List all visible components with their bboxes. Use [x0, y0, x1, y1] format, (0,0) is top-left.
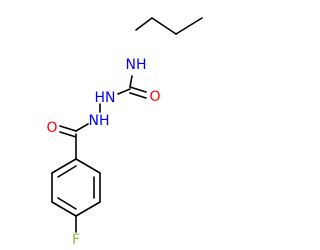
atom-label-n-hydrazine-upper: HN [95, 90, 116, 106]
bond-urea-c-o-1 [129, 86, 147, 93]
molecule-diagram: NH O HN NH O F [46, 17, 203, 248]
bond-urea-c-o-2 [129, 92, 147, 99]
bond-amide-c-o-1 [59, 125, 77, 132]
ring-double-bond-2 [57, 197, 77, 210]
bond-n-carbonyl-c [129, 75, 133, 88]
ring-bond-3 [75, 201, 101, 217]
ring-bond-6 [51, 158, 77, 174]
structure-svg: NH O HN NH O F [46, 17, 203, 248]
atom-label-n-propyl: NH [126, 57, 147, 73]
ring-bond-4 [51, 201, 77, 217]
bond-propyl-ch3-ch2 [175, 17, 203, 35]
ring-bond-1 [75, 158, 101, 174]
atom-label-o-amide: O [46, 120, 57, 136]
atom-label-n-hydrazine-lower: NH [89, 113, 110, 129]
bond-amide-c-o-2 [59, 131, 77, 138]
bond-urea-c-nh [117, 88, 131, 95]
atom-label-fluorine: F [72, 232, 80, 248]
ring-double-bond-3 [57, 165, 77, 178]
bond-nh-amide-c [75, 123, 89, 132]
bond-propyl-ch2-n [135, 17, 153, 31]
bond-propyl-ch2-ch2 [151, 17, 177, 35]
atom-label-o-urea: O [149, 89, 160, 105]
